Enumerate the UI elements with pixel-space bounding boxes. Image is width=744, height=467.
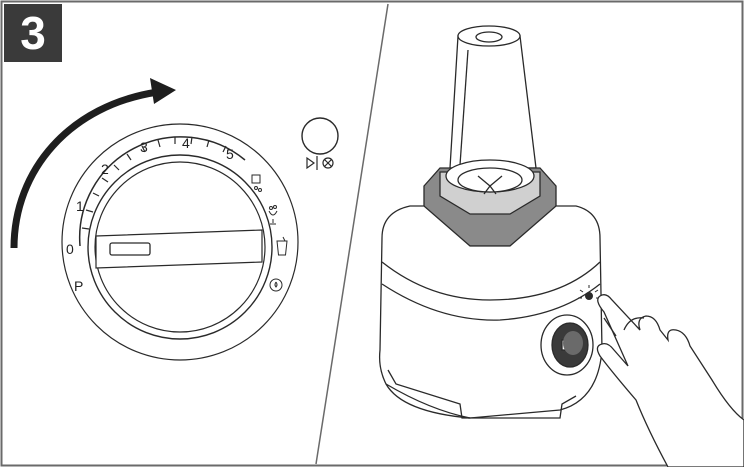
dial-scale-arc bbox=[78, 136, 246, 247]
dial-label-p: P bbox=[74, 278, 83, 294]
start-stop-icon bbox=[306, 156, 334, 170]
start-stop-button[interactable] bbox=[301, 117, 339, 170]
hand-icon bbox=[596, 294, 744, 467]
speed-dial[interactable]: P 0 1 2 3 4 5 bbox=[61, 123, 299, 361]
dial-label-3: 3 bbox=[140, 139, 148, 155]
blender-base bbox=[378, 205, 603, 419]
blender-cup bbox=[449, 35, 537, 169]
blade-icon bbox=[477, 175, 503, 195]
dial-outer-ring bbox=[61, 123, 299, 361]
clean-icon bbox=[269, 278, 283, 292]
blender-illustration bbox=[378, 25, 603, 419]
dial-indicator bbox=[109, 242, 151, 256]
dial-label-5: 5 bbox=[226, 146, 234, 162]
panel-divider bbox=[315, 3, 389, 465]
dial-grip bbox=[95, 229, 263, 269]
dial-label-0: 0 bbox=[66, 241, 74, 257]
start-stop-light-icon bbox=[578, 285, 600, 300]
step-number: 3 bbox=[4, 4, 62, 62]
dial-label-2: 2 bbox=[101, 161, 109, 177]
dial-label-4: 4 bbox=[182, 135, 190, 151]
dial-label-1: 1 bbox=[76, 198, 84, 214]
ice-crush-icon bbox=[268, 205, 278, 225]
smoothie-icon bbox=[251, 174, 262, 192]
rotate-arrow-icon bbox=[10, 78, 176, 249]
juice-icon bbox=[276, 236, 288, 256]
